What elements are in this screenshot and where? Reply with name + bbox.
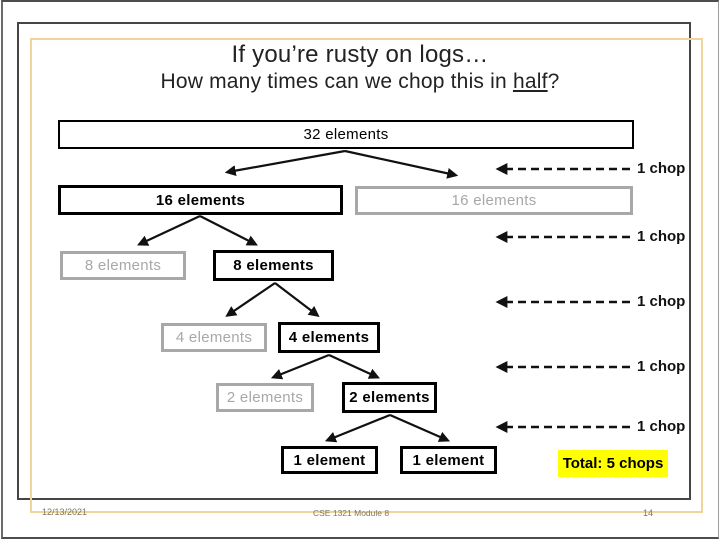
- chop-label-3: 1 chop: [637, 293, 686, 310]
- title-question-mark: ?: [547, 70, 560, 93]
- box-2-elements-keep: 2 elements: [342, 382, 437, 413]
- box-8-elements-discard: 8 elements: [60, 251, 186, 280]
- box-4-elements-discard: 4 elements: [161, 323, 267, 352]
- box-16-elements-discard: 16 elements: [355, 186, 633, 215]
- slide-dark-frame: [17, 22, 691, 500]
- box-1-element-left: 1 element: [281, 446, 378, 474]
- total-chops-badge: Total: 5 chops: [558, 450, 668, 477]
- box-16-elements-keep: 16 elements: [58, 185, 343, 215]
- footer-page-number: 14: [643, 508, 654, 518]
- title-line-2: How many times can we chop this in half?: [40, 69, 680, 94]
- footer-date: 12/13/2021: [42, 507, 88, 517]
- chop-label-1: 1 chop: [637, 160, 686, 177]
- footer-course: CSE 1321 Module 8: [313, 508, 390, 518]
- chop-label-4: 1 chop: [637, 358, 686, 375]
- box-2-elements-discard: 2 elements: [216, 383, 314, 412]
- box-4-elements-keep: 4 elements: [278, 322, 380, 353]
- chop-label-2: 1 chop: [637, 228, 686, 245]
- box-8-elements-keep: 8 elements: [213, 250, 334, 281]
- title-line-2-text: How many times can we chop this in: [160, 70, 513, 93]
- slide-gold-frame: [30, 38, 703, 513]
- title-line-1: If you’re rusty on logs…: [231, 41, 489, 68]
- chop-label-5: 1 chop: [637, 418, 686, 435]
- box-32-elements: 32 elements: [58, 120, 634, 149]
- box-1-element-right: 1 element: [400, 446, 497, 474]
- slide-title: If you’re rusty on logs… How many times …: [40, 41, 680, 94]
- title-underlined-word: half: [512, 70, 548, 93]
